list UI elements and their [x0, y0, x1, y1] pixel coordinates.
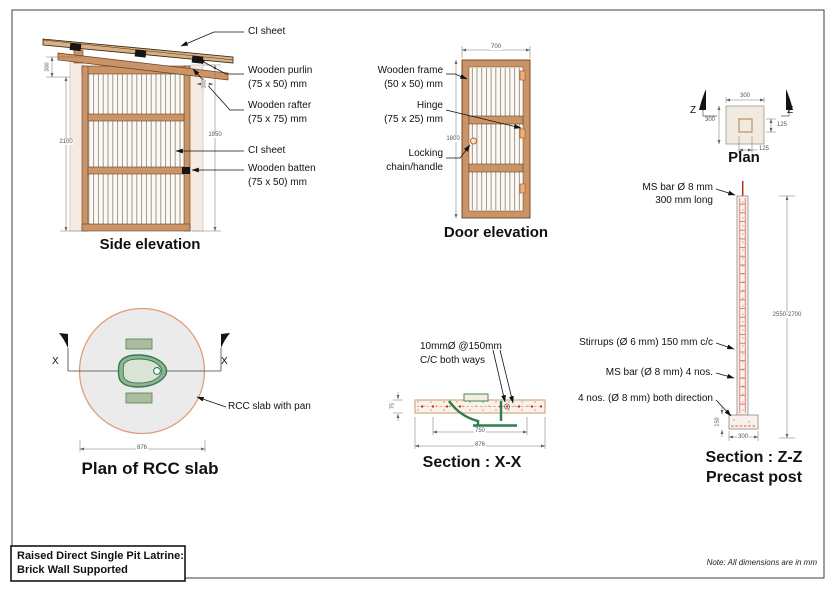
rcc-slab-plan-graphic: [59, 307, 230, 452]
label-zz-ms-bar: MS bar (Ø 8 mm) 4 nos.: [605, 367, 713, 378]
label-locking: Locking: [408, 148, 443, 159]
title-door-elevation: Door elevation: [443, 224, 549, 241]
dim-zz-height: 2550-2700: [771, 312, 803, 318]
title-plan: Plan: [728, 149, 760, 166]
section-marker-x-left: X: [52, 356, 59, 367]
dim-plan-left: 300: [705, 117, 716, 123]
plan-graphic: [699, 89, 793, 153]
door-elevation-graphic: [445, 46, 531, 219]
section-zz-graphic: [715, 181, 795, 441]
dimensions-note: Note: All dimensions are in mm: [706, 558, 817, 567]
dim-roof-rise: 300: [44, 62, 51, 72]
label-wooden-batten: Wooden batten: [248, 163, 316, 174]
dim-xx-thickness: 75: [389, 402, 396, 410]
dim-right-height: 1950: [207, 132, 223, 138]
label-wooden-frame: Wooden frame: [377, 65, 443, 76]
section-marker-z-left: Z: [690, 105, 697, 116]
label-zz-ms-bar-top-2: 300 mm long: [655, 195, 713, 206]
dim-zz-base-height: 150: [714, 417, 721, 427]
dim-roof-overhang: 300: [201, 79, 208, 89]
label-xx-rebar: 10mmØ @150mm: [420, 341, 502, 352]
label-locking-2: chain/handle: [386, 162, 443, 173]
title-precast-post: Precast post: [705, 469, 803, 486]
label-wooden-rafter-size: (75 x 75) mm: [248, 114, 307, 125]
title-section-xx: Section : X-X: [422, 454, 522, 471]
dim-door-height: 1800: [445, 136, 461, 142]
label-wooden-purlin-size: (75 x 50) mm: [248, 79, 307, 90]
label-wooden-rafter: Wooden rafter: [248, 100, 312, 111]
label-zz-stirrups: Stirrups (Ø 6 mm) 150 mm c/c: [579, 337, 713, 348]
label-zz-ms-bar-top: MS bar Ø 8 mm: [642, 182, 713, 193]
title-block-line-2: Brick Wall Supported: [17, 564, 128, 576]
dim-zz-base-width: 300: [736, 434, 750, 440]
dim-xx-clear-span: 750: [473, 428, 487, 434]
label-ci-sheet-wall: CI sheet: [248, 145, 286, 156]
dim-slab-diameter: 876: [135, 445, 149, 451]
dim-plan-right: 125: [777, 122, 788, 128]
label-wooden-batten-size: (75 x 50) mm: [248, 177, 307, 188]
section-marker-z-right: Z: [787, 105, 794, 116]
label-hinge-size: (75 x 25) mm: [384, 114, 443, 125]
label-xx-rebar-2: C/C both ways: [420, 355, 486, 366]
title-block-box: [10, 545, 186, 582]
label-wooden-purlin: Wooden purlin: [248, 65, 313, 76]
label-rcc-slab: RCC slab with pan: [228, 401, 311, 412]
dim-wall-height: 2100: [58, 139, 74, 145]
dim-door-width: 700: [489, 44, 503, 50]
title-rcc-slab-plan: Plan of RCC slab: [81, 459, 219, 478]
side-elevation-graphic: [42, 31, 244, 232]
label-wooden-frame-size: (50 x 50) mm: [384, 79, 443, 90]
section-marker-x-right: X: [221, 356, 228, 367]
title-block-line-1: Raised Direct Single Pit Latrine:: [17, 550, 184, 562]
dim-xx-overall: 876: [473, 442, 487, 448]
label-ci-sheet-roof: CI sheet: [248, 26, 286, 37]
title-side-elevation: Side elevation: [99, 236, 201, 253]
dim-plan-top: 300: [738, 93, 752, 99]
dim-plan-bottom: 125: [759, 146, 770, 152]
label-hinge: Hinge: [416, 100, 443, 111]
page-border: [11, 9, 825, 579]
section-xx-graphic: [393, 349, 546, 449]
label-zz-base-bars: 4 nos. (Ø 8 mm) both direction: [577, 393, 713, 404]
title-section-zz: Section : Z-Z: [705, 449, 803, 466]
